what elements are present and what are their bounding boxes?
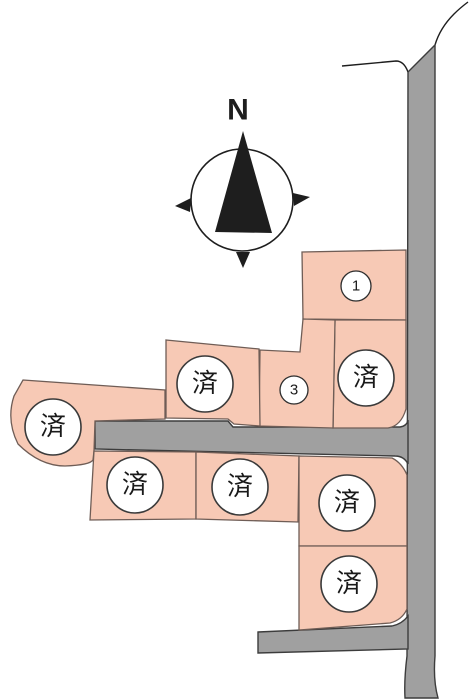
sold-badge: 済 [211,458,269,516]
sold-badge: 済 [337,349,395,407]
lot-3-label: 3 [279,375,309,405]
compass-east-tick-icon [293,193,310,206]
sold-badge-text: 済 [40,412,66,442]
sold-badge-text: 済 [227,472,253,502]
sold-badge-ring [318,474,376,532]
sold-badge-text: 済 [353,363,379,393]
bottom-spur-road [257,613,409,654]
lot-number-text: 3 [290,382,298,399]
sold-badge: 済 [106,456,164,514]
sold-badge-text: 済 [336,569,362,599]
main-road [404,43,439,699]
lot-3[interactable] [258,318,336,429]
sold-badge-ring [176,355,234,413]
sold-badge: 済 [320,555,378,613]
sold-badge: 済 [318,474,376,532]
sold-badge-ring [211,458,269,516]
north-label: N [227,94,249,127]
property-boundary-line [341,1,469,73]
sold-badge-ring [337,349,395,407]
sold-badge-ring [106,456,164,514]
sold-badge: 済 [24,398,82,456]
lot-1-label: 1 [340,270,372,302]
access-road [94,419,409,465]
sold-badge-text: 済 [334,488,360,518]
sold-badge-text: 済 [122,470,148,500]
lot-number-ring [279,375,309,405]
sold-badge: 済 [176,355,234,413]
lot-number-text: 1 [352,278,360,295]
sold-badge-ring [24,398,82,456]
compass-south-tick-icon [236,252,250,268]
sold-badge-text: 済 [192,369,218,399]
compass: N [175,94,310,268]
north-arrow-icon [215,131,272,233]
compass-west-tick-icon [175,198,191,212]
lot-number-ring [340,270,372,302]
sold-badge-ring [320,555,378,613]
